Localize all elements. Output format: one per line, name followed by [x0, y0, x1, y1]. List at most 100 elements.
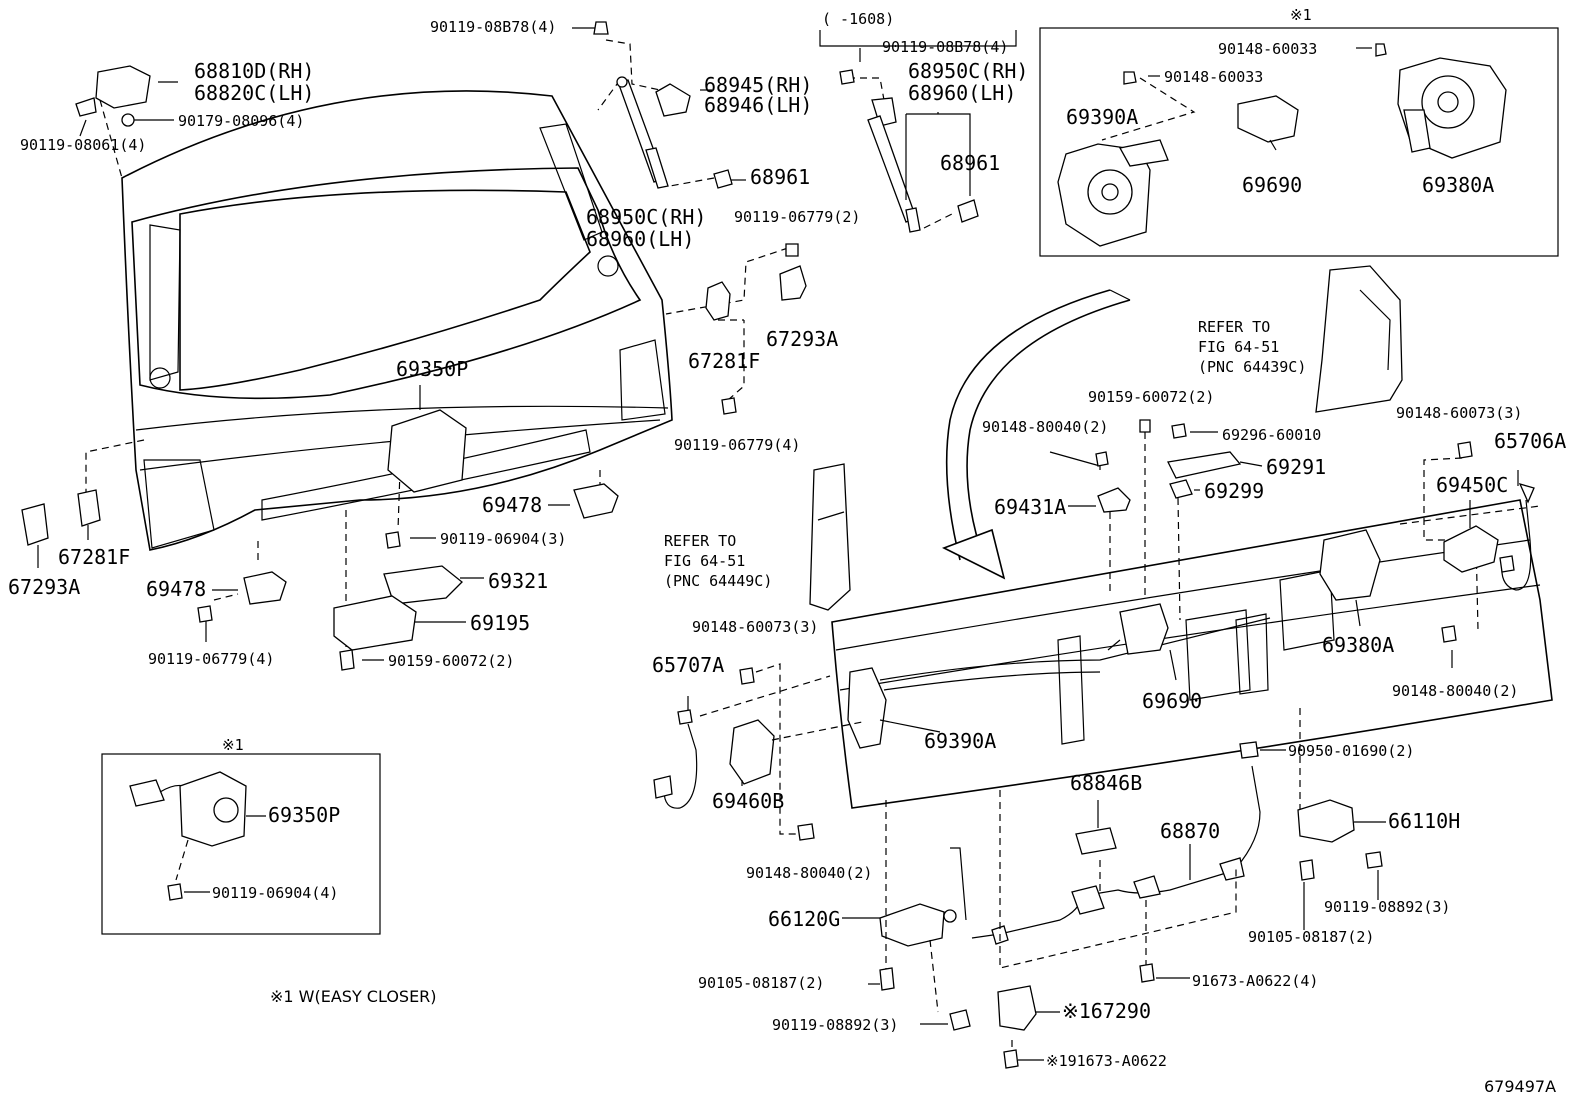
label-66110H: 66110H	[1388, 809, 1460, 833]
label-90159-60072-2-a: 90159-60072(2)	[388, 652, 514, 670]
label-68961-b: 68961	[940, 151, 1000, 175]
back-door-lower-panel	[831, 499, 1553, 809]
cover-icon	[1167, 451, 1242, 479]
bolt-icon	[593, 21, 609, 35]
trim-cover-icon	[809, 463, 851, 611]
box1-mark: ※1	[1290, 6, 1312, 24]
cushion-icon	[21, 503, 49, 546]
label-90159-60072-2-b: 90159-60072(2)	[1088, 388, 1214, 406]
label-90119-06904-3: 90119-06904(3)	[440, 530, 566, 548]
refer-left-line3: (PNC 64449C)	[664, 572, 772, 590]
label-66120G: 66120G	[768, 907, 840, 931]
hinge-icon	[95, 65, 151, 109]
label-90950: 90950-01690(2)	[1288, 742, 1414, 760]
stay-bracket-icon	[655, 83, 691, 117]
bumper-icon	[705, 281, 731, 321]
closer-motor-icon	[1297, 799, 1355, 843]
label-69350P-a: 69350P	[396, 357, 468, 381]
label-69390A-main: 69390A	[924, 729, 996, 753]
box2-mark: ※1	[222, 736, 244, 754]
label-69195: 69195	[470, 611, 530, 635]
label-67281F-a: 67281F	[688, 349, 760, 373]
label-69291: 69291	[1266, 455, 1326, 479]
label-90119-08892-a: 90119-08892(3)	[1324, 898, 1450, 916]
box1-label-69690: 69690	[1242, 173, 1302, 197]
label-91673-A0622: ※191673-A0622	[1046, 1052, 1167, 1070]
gas-stay-icon	[867, 115, 917, 223]
door-lock-icon	[1319, 529, 1381, 601]
striker-icon	[1443, 525, 1499, 573]
back-door-panel	[121, 90, 673, 551]
label-65707A: 65707A	[652, 653, 724, 677]
label-90119-08061: 90119-08061(4)	[20, 136, 146, 154]
label-90119-06779-2: 90119-06779(2)	[734, 208, 860, 226]
label-90105-08187-b: 90105-08187(2)	[698, 974, 824, 992]
footnote-easy-closer: ※1 W(EASY CLOSER)	[270, 987, 437, 1006]
label-68960-b: 68960(LH)	[908, 81, 1016, 105]
label-90105-08187-a: 90105-08187(2)	[1248, 928, 1374, 946]
clamp-icon	[1075, 827, 1117, 855]
label-68960-a: 68960(LH)	[586, 227, 694, 251]
label-90119-06779-4-a: 90119-06779(4)	[674, 436, 800, 454]
refer-right-line1: REFER TO	[1198, 318, 1270, 336]
label-68946: 68946(LH)	[704, 93, 812, 117]
cushion-icon	[779, 265, 807, 301]
label-68810D: 68810D(RH)	[194, 59, 314, 83]
label-90148-80040-c: 90148-80040(2)	[746, 864, 872, 882]
closer-icon	[879, 903, 945, 947]
refer-right-line3: (PNC 64439C)	[1198, 358, 1306, 376]
section-1608	[819, 30, 1017, 233]
label-69380A-main: 69380A	[1322, 633, 1394, 657]
door-lock-icon	[847, 667, 887, 749]
label-90148-80040-a: 90148-80040(2)	[982, 418, 1108, 436]
label-68961-a: 68961	[750, 165, 810, 189]
switch-icon	[243, 571, 287, 605]
label-91673-A0622-4: 91673-A0622(4)	[1192, 972, 1318, 990]
label-90119-08B78-top: 90119-08B78(4)	[430, 18, 556, 36]
grommet-icon	[1239, 741, 1259, 759]
box1-label-69390A: 69390A	[1066, 105, 1138, 129]
sensor-icon	[677, 709, 693, 725]
label-69690-main: 69690	[1142, 689, 1202, 713]
refer-left-line2: FIG 64-51	[664, 552, 745, 570]
label-69321: 69321	[488, 569, 548, 593]
label-69299: 69299	[1204, 479, 1264, 503]
part-number-labels: 90119-08B78(4) 68810D(RH) 68820C(LH) 901…	[8, 6, 1566, 1096]
label-69431A: 69431A	[994, 495, 1066, 519]
refer-left-line1: REFER TO	[664, 532, 736, 550]
label-67293A-a: 67293A	[766, 327, 838, 351]
box1-label-90148-b: 90148-60033	[1164, 68, 1263, 86]
clip-icon	[1169, 479, 1193, 499]
direction-arrow	[942, 289, 1131, 580]
switch-icon	[997, 985, 1037, 1031]
label-68950C-b: 68950C(RH)	[908, 59, 1028, 83]
switch-icon	[573, 483, 619, 519]
label-69478-a: 69478	[482, 493, 542, 517]
label-90179-08096: 90179-08096(4)	[178, 112, 304, 130]
label-69460B: 69460B	[712, 789, 784, 813]
parts-bottom	[842, 708, 1386, 1069]
label-67281F-b: 67281F	[58, 545, 130, 569]
box2-label-69350P: 69350P	[268, 803, 340, 827]
label-68820C: 68820C(LH)	[194, 81, 314, 105]
trim-cover-icon	[1315, 265, 1403, 413]
refer-right-line2: FIG 64-51	[1198, 338, 1279, 356]
striker-icon	[729, 719, 775, 785]
handle-bracket-icon	[333, 595, 417, 651]
label-68950C-a: 68950C(RH)	[586, 205, 706, 229]
parts-left	[21, 21, 807, 671]
label-1608: ( -1608)	[822, 10, 894, 28]
label-90148-60073-b: 90148-60073(3)	[692, 618, 818, 636]
label-69450C: 69450C	[1436, 473, 1508, 497]
label-68945: 68945(RH)	[704, 73, 812, 97]
label-67293A-b: 67293A	[8, 575, 80, 599]
easy-closer-box-bottom	[101, 753, 381, 935]
box1-label-90148-a: 90148-60033	[1218, 40, 1317, 58]
label-90119-08892-b: 90119-08892(3)	[772, 1016, 898, 1034]
label-69478-b: 69478	[146, 577, 206, 601]
label-90148-80040-b: 90148-80040(2)	[1392, 682, 1518, 700]
box2-label-90119: 90119-06904(4)	[212, 884, 338, 902]
easy-closer-box-top	[1039, 27, 1559, 257]
